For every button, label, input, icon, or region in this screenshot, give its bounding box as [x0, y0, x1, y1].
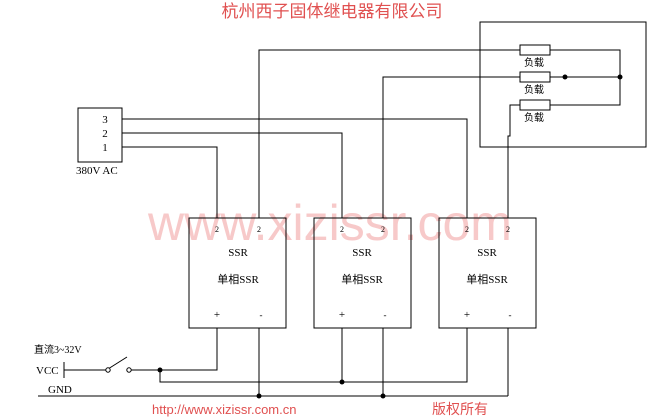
ssr1-plus: + [214, 309, 220, 321]
terminal-pin-3: 3 [102, 114, 108, 126]
load-label-3: 负载 [524, 111, 544, 124]
ssr3-minus: - [509, 310, 512, 320]
load-resistor-3 [519, 99, 551, 111]
footer-rights: 版权所有 [432, 401, 488, 417]
terminal-pin-1: 1 [102, 142, 108, 154]
load-right-1 [550, 49, 621, 77]
phase-line-3 [122, 118, 468, 218]
output-line-1 [258, 49, 520, 218]
plus-bus [159, 328, 468, 383]
company-title: 杭州西子固体继电器有限公司 [222, 2, 443, 21]
ssr2-plus: + [339, 309, 345, 321]
junction-dot [339, 379, 345, 385]
ssr2-minus: - [384, 310, 387, 320]
load-right-3 [550, 77, 621, 106]
load-label-1: 负载 [524, 56, 544, 69]
ssr3-pin-right: 2 [506, 225, 510, 234]
ssr-box-1 [188, 217, 287, 329]
ssr3-plus: + [464, 309, 470, 321]
vcc-label: VCC [36, 365, 59, 377]
ssr2-pin-right: 2 [381, 225, 385, 234]
terminal-pin-2: 2 [102, 128, 108, 140]
junction-dot [256, 393, 262, 399]
dc-voltage-label: 直流3~32V [34, 343, 82, 356]
ssr2-name: SSR [352, 247, 372, 259]
load-resistor-1 [519, 44, 551, 56]
junction-dot [380, 393, 386, 399]
phase-line-2 [122, 132, 343, 218]
plus-to-ssr1 [160, 328, 218, 371]
ssr2-type: 单相SSR [341, 273, 383, 286]
ssr1-name: SSR [228, 247, 248, 259]
output-line-2 [382, 76, 520, 218]
gnd-label: GND [48, 384, 72, 396]
ssr1-pin-right: 2 [257, 225, 261, 234]
ssr3-type: 单相SSR [466, 273, 508, 286]
ssr-box-2 [313, 217, 412, 329]
ssr3-pin-left: 2 [465, 225, 469, 234]
load-resistor-2 [519, 71, 551, 83]
watermark: www.xizissr.com [147, 195, 512, 251]
switch-contact-right [126, 367, 132, 373]
ssr2-pin-left: 2 [340, 225, 344, 234]
footer-url: http://www.xizissr.com.cn [152, 402, 296, 417]
ssr3-name: SSR [477, 247, 497, 259]
load-box [479, 21, 647, 148]
junction-dot [617, 74, 623, 80]
ssr1-type: 单相SSR [217, 273, 259, 286]
phase-line-1 [122, 146, 218, 218]
terminal-voltage-label: 380V AC [76, 165, 118, 177]
load-label-2: 负载 [524, 83, 544, 96]
wires [38, 21, 647, 397]
ssr1-pin-left: 2 [215, 225, 219, 234]
ssr1-minus: - [260, 310, 263, 320]
output-line-3 [507, 104, 520, 218]
terminal-block [77, 107, 123, 163]
junction-dot [157, 367, 163, 373]
junction-dot [562, 74, 568, 80]
switch-contact-left [105, 367, 111, 373]
ssr-box-3 [438, 217, 537, 329]
switch-blade [107, 356, 128, 370]
